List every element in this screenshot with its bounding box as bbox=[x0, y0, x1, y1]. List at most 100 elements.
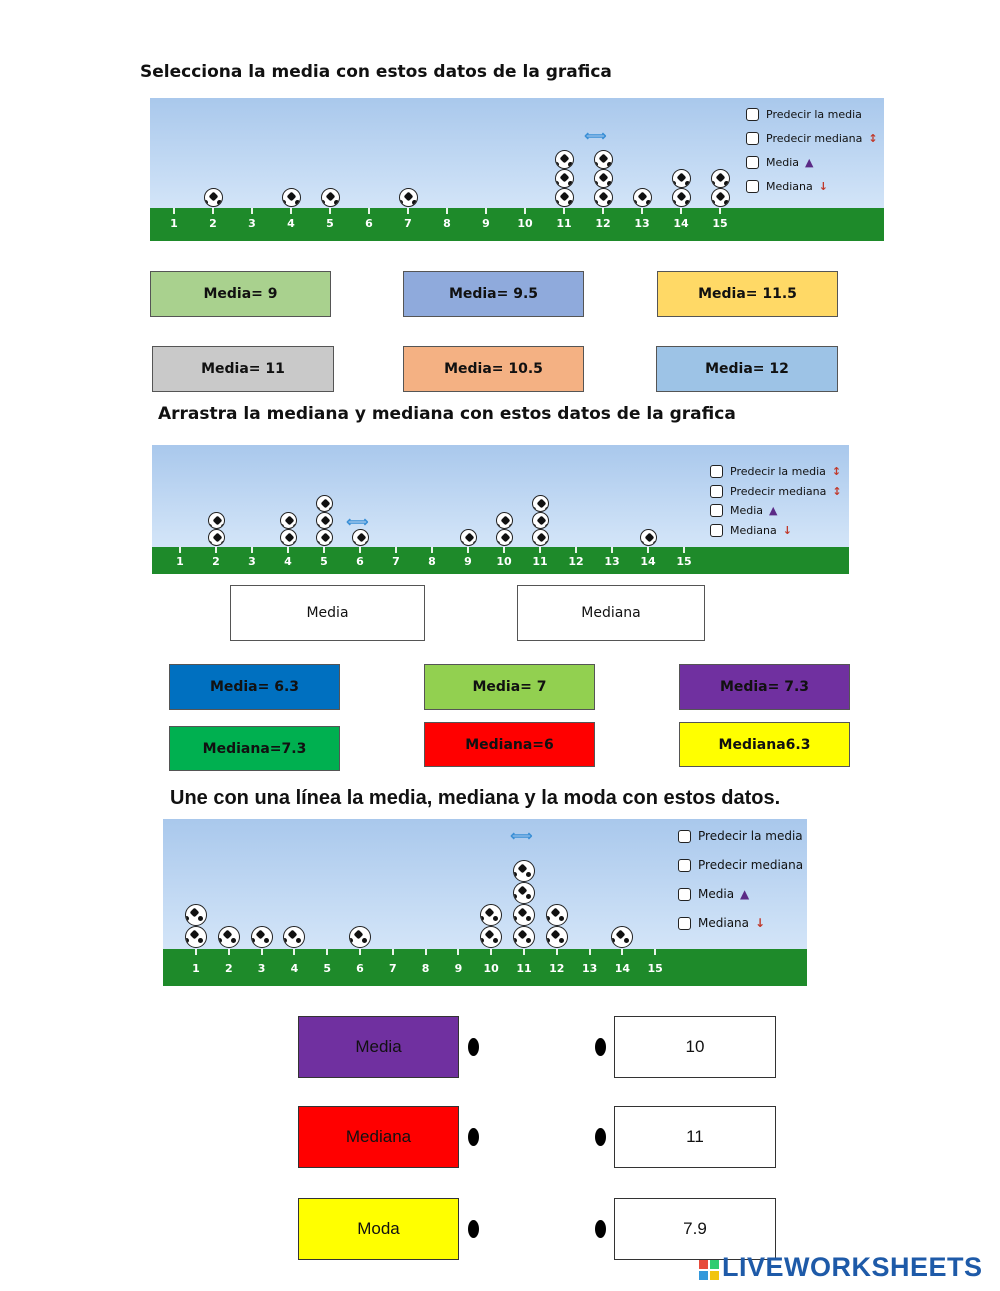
soccer-ball-icon bbox=[281, 188, 301, 207]
legend-item[interactable]: Mediana↓ bbox=[746, 180, 828, 193]
connector-dot[interactable] bbox=[468, 1128, 479, 1146]
answer-option[interactable]: Media= 9 bbox=[150, 271, 331, 317]
checkbox[interactable] bbox=[746, 108, 759, 121]
connector-dot[interactable] bbox=[595, 1128, 606, 1146]
axis-tick-label: 6 bbox=[356, 555, 364, 568]
axis-tick bbox=[290, 208, 292, 214]
checkbox[interactable] bbox=[710, 484, 723, 498]
double-arrow-icon: ⟺ bbox=[510, 826, 533, 845]
legend-item[interactable]: Predecir mediana↕ bbox=[710, 484, 842, 498]
answer-option[interactable]: Media= 12 bbox=[656, 346, 838, 392]
match-right-item[interactable]: 10 bbox=[614, 1016, 776, 1078]
checkbox[interactable] bbox=[710, 465, 723, 478]
section2-dot-plot: Predecir la media↕ Predecir mediana↕ Media… bbox=[152, 445, 849, 574]
match-left-item[interactable]: Moda bbox=[298, 1198, 459, 1260]
drop-box-media[interactable]: Media bbox=[230, 585, 425, 641]
soccer-ball-icon bbox=[207, 512, 225, 529]
checkbox[interactable] bbox=[746, 156, 759, 169]
checkbox[interactable] bbox=[710, 523, 723, 537]
soccer-ball-icon bbox=[495, 512, 513, 529]
connector-dot[interactable] bbox=[595, 1220, 606, 1238]
axis-tick bbox=[359, 949, 361, 955]
drop-box-mediana[interactable]: Mediana bbox=[517, 585, 705, 641]
axis-tick-label: 14 bbox=[673, 217, 689, 230]
answer-option[interactable]: Media= 9.5 bbox=[403, 271, 584, 317]
match-right-item[interactable]: 11 bbox=[614, 1106, 776, 1168]
axis-tick bbox=[555, 949, 558, 955]
checkbox[interactable] bbox=[678, 916, 691, 930]
soccer-ball-icon bbox=[671, 169, 691, 188]
draggable-option[interactable]: Media= 7 bbox=[424, 664, 595, 710]
axis-tick-label: 11 bbox=[516, 962, 532, 975]
legend-item[interactable]: Mediana↓ bbox=[678, 916, 765, 930]
match-right-item[interactable]: 7.9 bbox=[614, 1198, 776, 1260]
match-left-item[interactable]: Mediana bbox=[298, 1106, 459, 1168]
soccer-ball-icon bbox=[315, 529, 333, 546]
legend-item[interactable]: Media▲ bbox=[710, 504, 778, 517]
vertical-arrow-icon: ↕ bbox=[832, 484, 842, 498]
soccer-ball-icon bbox=[480, 904, 503, 926]
legend-item[interactable]: Predecir la media↕ bbox=[678, 829, 807, 843]
axis-tick bbox=[179, 547, 181, 553]
logo-square-icon bbox=[699, 1271, 708, 1280]
checkbox[interactable] bbox=[710, 504, 723, 517]
legend-item[interactable]: Predecir la media bbox=[746, 108, 862, 121]
axis-tick-label: 5 bbox=[326, 217, 334, 230]
legend-label: Media bbox=[730, 504, 764, 517]
axis-tick-label: 8 bbox=[428, 555, 436, 568]
grass-axis bbox=[152, 547, 849, 574]
arrow-down-icon: ↓ bbox=[755, 916, 766, 930]
grass-axis bbox=[163, 949, 807, 986]
axis-tick-label: 9 bbox=[482, 217, 490, 230]
draggable-option[interactable]: Media= 6.3 bbox=[169, 664, 340, 710]
answer-option[interactable]: Media= 11.5 bbox=[657, 271, 838, 317]
legend-item[interactable]: Media▲ bbox=[678, 887, 749, 901]
soccer-ball-icon bbox=[250, 926, 273, 948]
checkbox[interactable] bbox=[678, 887, 691, 901]
soccer-ball-icon bbox=[185, 926, 207, 948]
soccer-ball-icon bbox=[554, 150, 574, 169]
axis-tick bbox=[227, 949, 230, 955]
arrow-down-icon: ↓ bbox=[782, 523, 792, 537]
soccer-ball-icon bbox=[279, 512, 297, 529]
axis-tick bbox=[524, 208, 526, 214]
axis-tick bbox=[424, 949, 427, 955]
axis-tick bbox=[251, 208, 253, 214]
soccer-ball-icon bbox=[351, 529, 369, 546]
axis-tick bbox=[680, 208, 682, 214]
logo-square-icon bbox=[699, 1260, 708, 1269]
soccer-ball-icon bbox=[320, 188, 340, 207]
checkbox[interactable] bbox=[746, 180, 759, 193]
legend-item[interactable]: Predecir la media↕ bbox=[710, 465, 841, 478]
legend-item[interactable]: Mediana↓ bbox=[710, 523, 792, 537]
connector-dot[interactable] bbox=[468, 1038, 479, 1056]
connector-dot[interactable] bbox=[595, 1038, 606, 1056]
soccer-ball-icon bbox=[513, 926, 535, 948]
soccer-ball-icon bbox=[349, 926, 371, 948]
draggable-option[interactable]: Mediana=7.3 bbox=[169, 726, 340, 771]
axis-tick-label: 10 bbox=[517, 217, 533, 230]
checkbox[interactable] bbox=[678, 829, 691, 843]
draggable-option[interactable]: Media= 7.3 bbox=[679, 664, 850, 710]
checkbox[interactable] bbox=[746, 132, 759, 145]
axis-tick-label: 6 bbox=[365, 217, 373, 230]
axis-tick-label: 1 bbox=[170, 217, 178, 230]
draggable-option[interactable]: Mediana=6 bbox=[424, 722, 595, 767]
axis-tick-label: 1 bbox=[176, 555, 184, 568]
soccer-ball-icon bbox=[632, 188, 652, 207]
legend-item[interactable]: Predecir mediana↕ bbox=[678, 858, 807, 872]
soccer-ball-icon bbox=[217, 926, 240, 948]
draggable-option[interactable]: Mediana6.3 bbox=[679, 722, 850, 767]
axis-tick bbox=[485, 208, 487, 214]
match-left-item[interactable]: Media bbox=[298, 1016, 459, 1078]
axis-tick-label: 10 bbox=[496, 555, 512, 568]
connector-dot[interactable] bbox=[468, 1220, 479, 1238]
legend-item[interactable]: Predecir mediana↕ bbox=[746, 132, 878, 145]
logo-square-icon bbox=[710, 1271, 719, 1280]
answer-option[interactable]: Media= 11 bbox=[152, 346, 334, 392]
soccer-ball-icon bbox=[611, 926, 634, 948]
legend-item[interactable]: Media▲ bbox=[746, 156, 814, 169]
answer-option[interactable]: Media= 10.5 bbox=[403, 346, 584, 392]
axis-tick-label: 5 bbox=[320, 555, 328, 568]
checkbox[interactable] bbox=[678, 858, 691, 872]
